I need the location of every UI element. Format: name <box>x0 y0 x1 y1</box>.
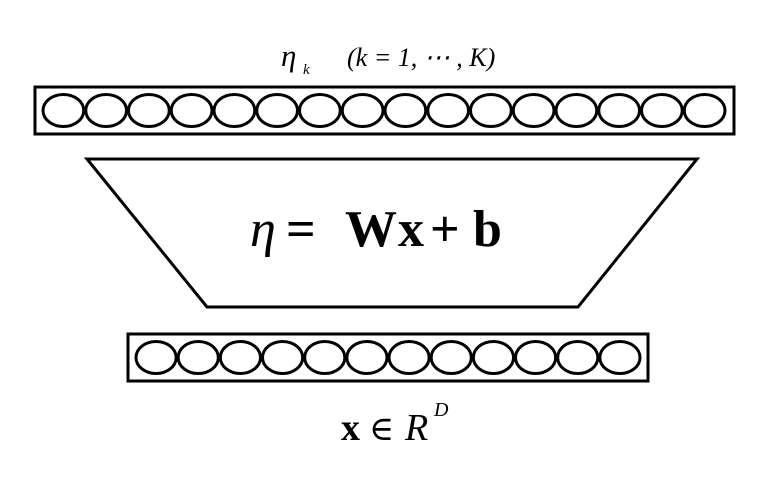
neuron-unit <box>597 93 642 128</box>
transform-equation: η = W x + b <box>250 201 502 258</box>
input-vector-symbol: x <box>341 407 360 449</box>
neuron-unit <box>298 93 342 128</box>
neuron-unit <box>303 340 347 375</box>
eta-symbol: η <box>281 38 296 73</box>
neuron-unit <box>598 340 642 375</box>
output-layer-label: η k (k = 1, ⋯ , K) <box>281 38 495 78</box>
equation-plus: + <box>430 201 460 258</box>
neuron-unit <box>511 93 556 128</box>
neuron-unit <box>127 93 171 128</box>
dimension-superscript: D <box>433 399 449 421</box>
neuron-unit <box>554 93 599 128</box>
neuron-unit <box>134 340 178 375</box>
neuron-unit <box>261 340 305 375</box>
index-range: (k = 1, ⋯ , K) <box>347 43 495 72</box>
neuron-unit <box>84 93 129 128</box>
equation-equals: = <box>286 201 316 258</box>
neuron-unit <box>345 340 389 375</box>
neuron-unit <box>514 340 558 375</box>
element-of-symbol: ∈ <box>369 411 394 448</box>
equation-bias: b <box>473 201 502 258</box>
neuron-unit <box>169 93 214 128</box>
neuron-unit <box>383 93 428 128</box>
neuron-unit <box>471 340 516 375</box>
input-layer-label: x ∈ R D <box>341 399 449 449</box>
neuron-unit <box>176 340 220 375</box>
neuron-unit <box>255 93 300 128</box>
neuron-unit <box>556 340 600 375</box>
neuron-unit <box>426 93 471 128</box>
neuron-unit <box>218 340 262 375</box>
eta-subscript: k <box>303 62 310 78</box>
neuron-unit <box>387 340 431 375</box>
input-layer-box <box>126 332 650 383</box>
neuron-unit <box>640 93 684 128</box>
neuron-unit <box>682 93 727 128</box>
neuron-unit <box>469 93 513 128</box>
neuron-unit <box>340 93 385 128</box>
input-layer-units <box>134 340 642 375</box>
equation-eta: η <box>250 201 276 258</box>
output-layer-box <box>33 85 736 136</box>
neuron-unit <box>429 340 473 375</box>
neuron-unit <box>41 93 86 128</box>
neuron-unit <box>212 93 257 128</box>
real-space-symbol: R <box>404 407 428 449</box>
equation-input-vector: x <box>398 201 424 258</box>
equation-weight-matrix: W <box>345 201 397 258</box>
linear-transform-block <box>83 157 701 309</box>
output-layer-units <box>41 93 727 128</box>
